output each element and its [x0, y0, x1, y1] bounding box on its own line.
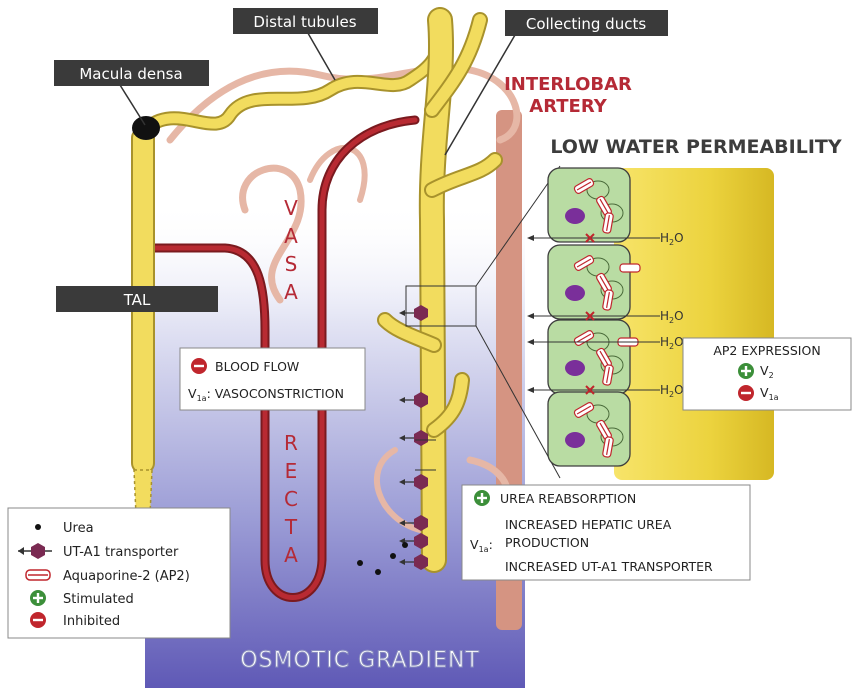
water-o: O [674, 309, 683, 323]
water-arrowhead [527, 339, 534, 345]
minus-icon-bar [741, 392, 751, 394]
water-h: H [660, 231, 669, 245]
vasa-letter: S [285, 252, 300, 276]
vasa-letter: A [284, 224, 300, 248]
urea-dot [402, 542, 408, 548]
urea-reabsorption-label: UREA REABSORPTION [500, 491, 636, 506]
v-subscript: 1a [479, 545, 489, 554]
legend-plus-v [37, 593, 39, 603]
water-o: O [674, 383, 683, 397]
v-subscript: 1a [769, 393, 779, 402]
water-arrowhead [527, 387, 534, 393]
legend-transporter-label: UT-A1 transporter [63, 545, 179, 560]
cell-nucleus [565, 285, 585, 301]
callout-label: Distal tubules [253, 13, 356, 31]
legend-minus-bar [33, 619, 43, 621]
callout-label: Macula densa [79, 65, 182, 83]
water-o: O [674, 335, 683, 349]
aquaporin-2-membrane [620, 264, 640, 272]
low-water-permeability-title: LOW WATER PERMEABILITY [550, 136, 841, 158]
interstitium-panel [614, 168, 774, 480]
cell-nucleus [565, 208, 585, 224]
blood-flow-box: BLOOD FLOW V1a: VASOCONSTRICTION [180, 348, 365, 410]
water-arrowhead [527, 313, 534, 319]
hepatic-urea-line1: INCREASED HEPATIC UREA [505, 517, 672, 532]
plus-icon-v [481, 493, 483, 503]
recta-label: R E C T A [284, 431, 300, 567]
urea-dot [375, 569, 381, 575]
callout-label: TAL [123, 291, 151, 309]
recta-letter: R [284, 431, 300, 455]
cell-nucleus [565, 432, 585, 448]
osmotic-gradient-label: OSMOTIC GRADIENT [240, 648, 480, 673]
recta-letter: C [284, 487, 300, 511]
macula-densa-cap [132, 116, 160, 140]
ap2-expression-box: AP2 EXPRESSION V2 V1a [683, 338, 851, 410]
water-h: H [660, 335, 669, 349]
interlobar-artery-line2: ARTERY [529, 96, 607, 117]
recta-letter: T [284, 515, 299, 539]
urea-dot [390, 553, 396, 559]
legend-aquaporin-label: Aquaporine-2 (AP2) [63, 569, 190, 584]
water-arrowhead [527, 235, 534, 241]
urea-dot [357, 560, 363, 566]
recta-letter: A [284, 543, 300, 567]
vasa-letter: A [284, 280, 300, 304]
v-subscript: 1a [197, 394, 207, 403]
vasa-letter: V [284, 196, 300, 220]
water-o: O [674, 231, 683, 245]
v-colon: : [489, 537, 493, 552]
recta-letter: E [285, 459, 300, 483]
ut-a1-increase-line: INCREASED UT-A1 TRANSPORTER [505, 559, 713, 574]
hepatic-urea-line2: PRODUCTION [505, 535, 589, 550]
callout-leader [120, 85, 145, 125]
callout-tal: TAL [56, 286, 218, 312]
water-h: H [660, 309, 669, 323]
vasoconstriction-label: : VASOCONSTRICTION [207, 386, 344, 401]
water-h: H [660, 383, 669, 397]
v1a-label: V1a: VASOCONSTRICTION [188, 386, 344, 403]
urea-reabsorption-box: UREA REABSORPTION V1a: INCREASED HEPATIC… [462, 485, 750, 580]
callout-label: Collecting ducts [526, 15, 646, 33]
v-subscript: 2 [769, 371, 774, 380]
legend-urea-label: Urea [63, 521, 94, 536]
cell-nucleus [565, 360, 585, 376]
ap2-title: AP2 EXPRESSION [713, 343, 820, 358]
legend-inhibited-label: Inhibited [63, 614, 120, 629]
legend: Urea UT-A1 transporter Aquaporine-2 (AP2… [8, 508, 230, 638]
blood-flow-label: BLOOD FLOW [215, 359, 299, 374]
minus-icon-bar [194, 365, 204, 367]
legend-stimulated-label: Stimulated [63, 592, 134, 607]
plus-icon-v [745, 366, 747, 376]
legend-urea-dot [35, 524, 41, 530]
interlobar-artery-line1: INTERLOBAR [504, 74, 632, 95]
